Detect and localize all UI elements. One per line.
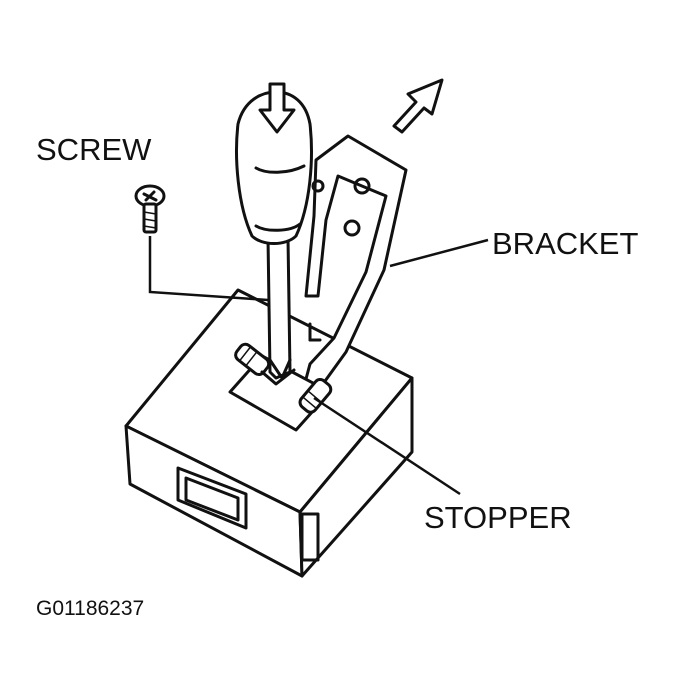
bracket-label: BRACKET <box>492 226 639 261</box>
bracket <box>300 134 408 396</box>
stopper-plate <box>228 322 333 432</box>
remove-direction-arrow-icon <box>392 78 444 134</box>
leader-lines <box>148 236 489 496</box>
push-down-arrow-icon <box>258 82 296 134</box>
shift-lever <box>235 90 313 386</box>
screw <box>134 184 166 234</box>
stopper-label: STOPPER <box>424 500 572 535</box>
screw-label: SCREW <box>36 132 152 167</box>
figure-code: G01186237 <box>36 597 145 620</box>
